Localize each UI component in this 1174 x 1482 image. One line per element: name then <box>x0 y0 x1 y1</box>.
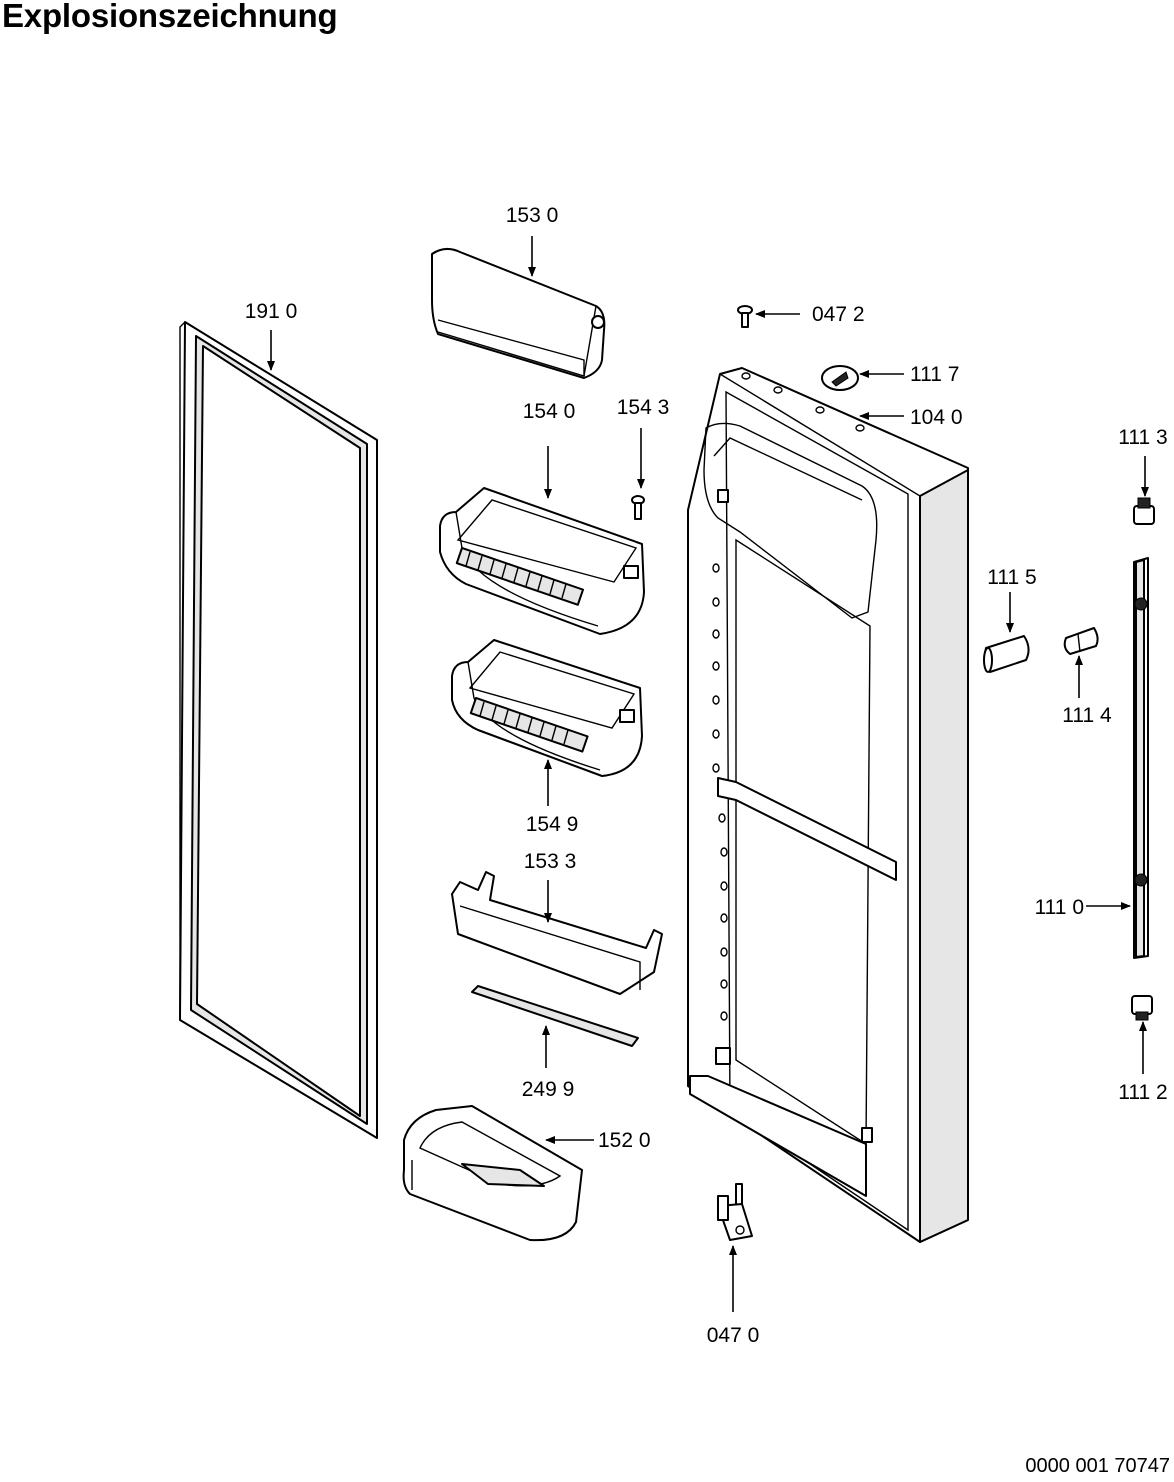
part-lower-door-bin <box>451 639 643 777</box>
label-1112: 111 2 <box>1118 1081 1167 1104</box>
part-bottom-hinge <box>717 1183 753 1241</box>
part-bushing-1112 <box>1131 995 1153 1021</box>
label-1114: 111 4 <box>1062 704 1112 727</box>
label-1117: 111 7 <box>910 363 959 386</box>
part-pin-0472 <box>737 305 753 328</box>
part-bushing-1113 <box>1133 497 1155 525</box>
leader-lines <box>267 236 1149 1312</box>
part-sleeve-1115 <box>983 635 1030 673</box>
label-1520: 152 0 <box>598 1129 651 1152</box>
document-number: 0000 001 70747 <box>1025 1455 1170 1477</box>
label-1910: 191 0 <box>245 300 298 323</box>
label-0470: 047 0 <box>707 1324 760 1347</box>
part-plug-1114 <box>1063 627 1099 655</box>
page-title: Explosionszeichnung <box>2 0 338 34</box>
label-1110: 111 0 <box>1035 896 1084 919</box>
upper-bin-grille <box>455 547 585 606</box>
part-shelf-rail <box>451 871 663 995</box>
part-door-gasket <box>179 321 378 1139</box>
label-1530: 153 0 <box>506 204 559 227</box>
part-top-cover <box>431 248 606 379</box>
shelf-slot-holes <box>712 563 728 1021</box>
label-0472: 047 2 <box>812 303 865 326</box>
callout-labels: 153 0 191 0 047 2 111 7 104 0 154 0 154 … <box>245 204 1168 1347</box>
lower-bin-grille <box>469 697 589 753</box>
top-rim-holes <box>741 372 865 432</box>
part-door-handle <box>1133 557 1149 959</box>
part-cap-1117 <box>821 365 859 391</box>
label-1549: 154 9 <box>526 813 579 836</box>
part-door-liner <box>687 367 969 1243</box>
part-screw-1543 <box>631 495 645 520</box>
label-1113: 111 3 <box>1118 426 1167 449</box>
part-upper-door-bin <box>439 487 645 635</box>
label-1533: 153 3 <box>524 850 577 873</box>
part-bottom-bin <box>402 1105 583 1242</box>
label-1040: 104 0 <box>910 406 963 429</box>
part-strip <box>471 985 639 1047</box>
label-1540: 154 0 <box>523 400 576 423</box>
label-2499: 249 9 <box>522 1078 575 1101</box>
label-1115: 111 5 <box>987 566 1036 589</box>
label-1543: 154 3 <box>617 396 670 419</box>
